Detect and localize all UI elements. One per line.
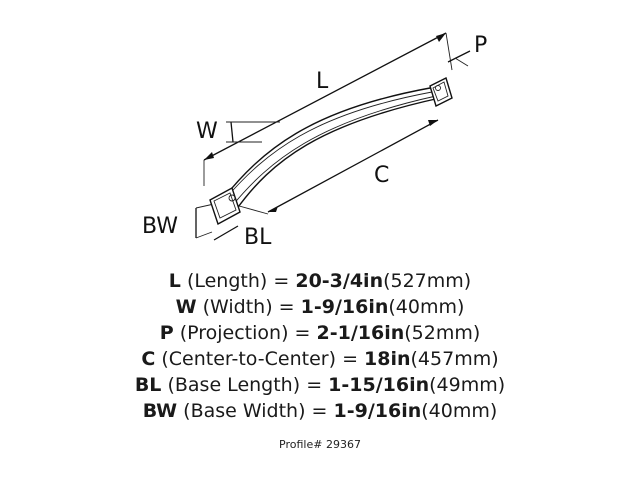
spec-name: (Base Width) — [183, 400, 306, 422]
base-width-dimension — [195, 203, 215, 239]
spec-value: 1-9/16in — [300, 296, 389, 318]
spec-row: L (Length) = 20-3/4in(527mm) — [0, 268, 640, 294]
spec-value: 18in — [364, 348, 411, 370]
label-P: P — [474, 33, 487, 58]
spec-name: (Base Length) — [167, 374, 301, 396]
label-BL: BL — [244, 225, 272, 250]
spec-equals: = — [306, 374, 323, 396]
spec-value: 1-9/16in — [333, 400, 422, 422]
spec-row: C (Center-to-Center) = 18in(457mm) — [0, 346, 640, 372]
label-BW: BW — [142, 214, 178, 239]
left-base — [209, 186, 241, 226]
right-base — [429, 77, 453, 107]
center-dimension — [231, 119, 439, 215]
spec-metric: (40mm) — [388, 296, 465, 318]
base-length-dimension — [213, 225, 239, 241]
label-C: C — [374, 163, 389, 188]
spec-name: (Projection) — [179, 322, 289, 344]
length-dimension — [203, 32, 453, 186]
spec-name: (Width) — [202, 296, 273, 318]
spec-equals: = — [311, 400, 328, 422]
spec-value: 20-3/4in — [295, 270, 384, 292]
handle-diagram: L P W C BW BL — [142, 32, 487, 250]
spec-equals: = — [273, 270, 290, 292]
spec-code: L — [168, 270, 181, 292]
spec-name: (Length) — [186, 270, 268, 292]
spec-row: BL (Base Length) = 1-15/16in(49mm) — [0, 372, 640, 398]
spec-code: W — [175, 296, 197, 318]
spec-list: L (Length) = 20-3/4in(527mm)W (Width) = … — [0, 268, 640, 424]
spec-value: 2-1/16in — [316, 322, 405, 344]
spec-code: C — [141, 348, 156, 370]
projection-dimension — [447, 50, 471, 67]
width-dimension — [226, 121, 280, 143]
handle-bar — [220, 87, 442, 211]
spec-code: BW — [142, 400, 178, 422]
spec-equals: = — [342, 348, 358, 370]
spec-name: (Center-to-Center) — [161, 348, 337, 370]
spec-metric: (52mm) — [404, 322, 481, 344]
spec-equals: = — [294, 322, 311, 344]
spec-row: W (Width) = 1-9/16in(40mm) — [0, 294, 640, 320]
spec-row: P (Projection) = 2-1/16in(52mm) — [0, 320, 640, 346]
spec-metric: (49mm) — [429, 374, 506, 396]
spec-metric: (457mm) — [410, 348, 499, 370]
spec-code: BL — [134, 374, 162, 396]
spec-metric: (40mm) — [421, 400, 498, 422]
spec-row: BW (Base Width) = 1-9/16in(40mm) — [0, 398, 640, 424]
spec-metric: (527mm) — [383, 270, 472, 292]
spec-code: P — [159, 322, 174, 344]
label-W: W — [196, 119, 218, 144]
spec-equals: = — [278, 296, 295, 318]
spec-value: 1-15/16in — [328, 374, 430, 396]
profile-number: Profile# 29367 — [279, 438, 361, 451]
label-L: L — [316, 69, 329, 94]
